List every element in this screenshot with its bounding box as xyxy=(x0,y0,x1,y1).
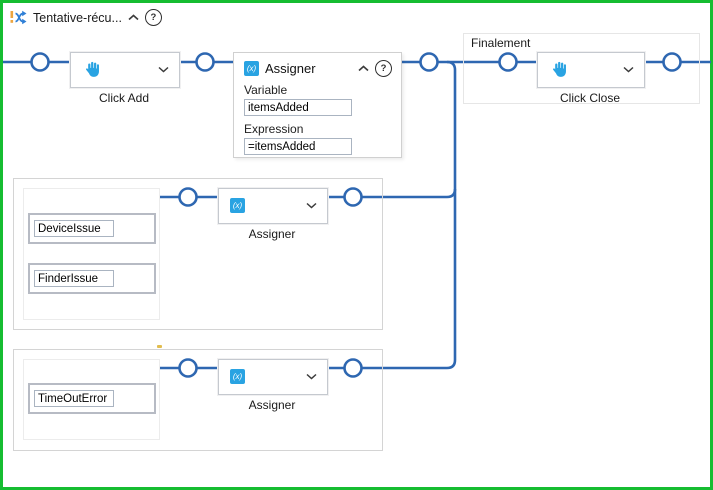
chevron-down-icon[interactable] xyxy=(306,373,317,380)
finally-container xyxy=(463,33,700,104)
activity-assign-collapsed[interactable]: (x) xyxy=(218,188,328,224)
finally-label: Finalement xyxy=(471,36,531,50)
activity-click-add[interactable] xyxy=(70,52,180,88)
hand-icon xyxy=(83,60,101,83)
activity-label: Click Add xyxy=(98,91,150,105)
trycatch-header: Tentative-récu... ? xyxy=(10,9,162,26)
exception-type-box[interactable] xyxy=(28,213,156,244)
connector-node xyxy=(498,52,518,72)
variable-input[interactable] xyxy=(244,99,352,116)
connector-node xyxy=(343,187,363,207)
connector-node xyxy=(343,358,363,378)
exception-type-box[interactable] xyxy=(28,383,156,414)
exception-types-panel xyxy=(23,188,160,320)
connector-node xyxy=(178,358,198,378)
catch-container-1 xyxy=(13,178,383,330)
expression-input[interactable] xyxy=(244,138,352,155)
expression-label: Expression xyxy=(244,122,304,136)
collapse-icon[interactable] xyxy=(358,65,369,72)
assign-icon: (x) xyxy=(244,61,259,76)
variable-label: Variable xyxy=(244,83,288,97)
activity-title: Tentative-récu... xyxy=(33,10,122,25)
help-icon[interactable]: ? xyxy=(375,60,392,77)
flow-line-merge-vertical xyxy=(160,60,457,370)
exception-type-box[interactable] xyxy=(28,263,156,294)
activity-assign-expanded[interactable]: (x) Assigner ? Variable Expression xyxy=(233,52,402,158)
activity-assign-collapsed[interactable]: (x) xyxy=(218,359,328,395)
connector-node xyxy=(178,187,198,207)
warning-mark xyxy=(157,345,162,348)
collapse-icon[interactable] xyxy=(128,14,139,21)
assign-title: Assigner xyxy=(265,61,316,76)
exception-type-input[interactable] xyxy=(34,270,114,287)
chevron-down-icon[interactable] xyxy=(623,66,634,73)
exception-type-input[interactable] xyxy=(34,220,114,237)
flow-line-catch1 xyxy=(160,188,457,199)
help-icon[interactable]: ? xyxy=(144,9,162,26)
assign-icon: (x) xyxy=(230,369,245,384)
connector-node xyxy=(662,52,682,72)
chevron-down-icon[interactable] xyxy=(306,202,317,209)
activity-label: Click Close xyxy=(559,91,620,105)
connector-node xyxy=(30,52,50,72)
assign-icon: (x) xyxy=(230,198,245,213)
activity-click-close[interactable] xyxy=(537,52,645,88)
connector-node xyxy=(195,52,215,72)
chevron-down-icon[interactable] xyxy=(158,66,169,73)
connector-node xyxy=(419,52,439,72)
trycatch-icon xyxy=(10,10,27,25)
activity-label: Assigner xyxy=(248,398,296,412)
exception-type-input[interactable] xyxy=(34,390,114,407)
hand-icon xyxy=(550,60,568,83)
catch-container-2 xyxy=(13,349,383,451)
activity-label: Assigner xyxy=(248,227,296,241)
